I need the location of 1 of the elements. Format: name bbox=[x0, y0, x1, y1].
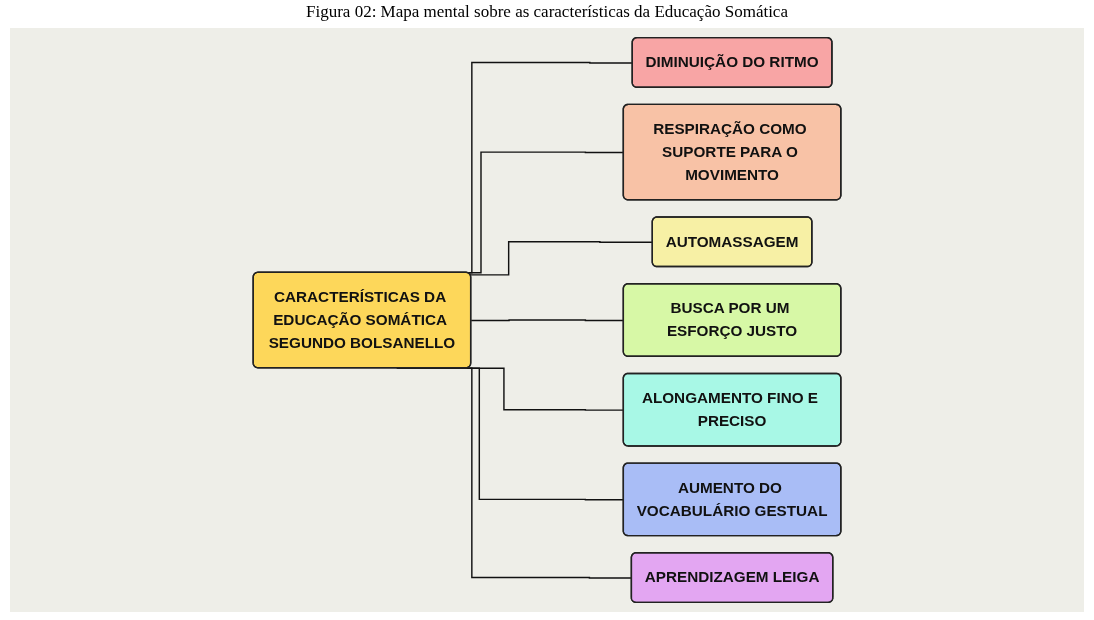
figure-title: Figura 02: Mapa mental sobre as características da Educação Somática bbox=[305, 2, 789, 23]
